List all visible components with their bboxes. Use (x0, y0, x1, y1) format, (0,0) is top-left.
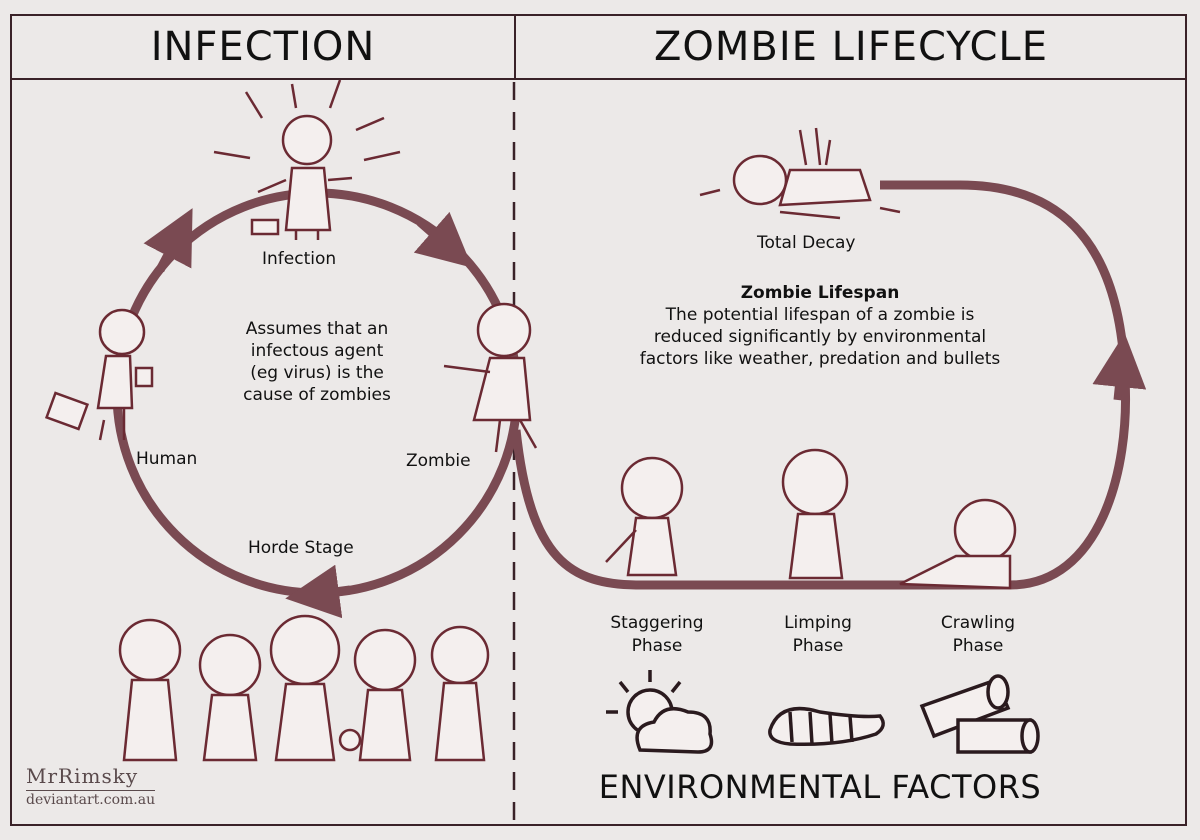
crawling-phase-label: Crawling Phase (918, 612, 1038, 658)
phase-label-line: Phase (631, 636, 683, 656)
lifespan-line: reduced significantly by environmental (653, 327, 987, 347)
lifecycle-title: ZOMBIE LIFECYCLE (654, 24, 1048, 70)
human-label: Human (136, 449, 198, 469)
phase-label-line: Crawling (940, 613, 1016, 633)
header-rule (12, 78, 1186, 80)
crawling-zombie-figure (899, 498, 1017, 590)
header-divider (514, 16, 516, 80)
horde-stage-label: Horde Stage (248, 538, 354, 558)
infection-note-line: Assumes that an (245, 319, 389, 339)
phase-label-line: Phase (792, 636, 844, 656)
infected-person-figure (213, 79, 401, 240)
zombie-label: Zombie (406, 451, 471, 471)
phase-label-line: Limping (784, 613, 852, 633)
lifespan-note: Zombie Lifespan The potential lifespan o… (600, 282, 1040, 370)
infection-title: INFECTION (150, 24, 376, 70)
decayed-remains-figure (699, 127, 901, 220)
phase-label-line: Staggering (610, 613, 704, 633)
infection-label: Infection (262, 249, 337, 269)
grub-icon (768, 706, 885, 747)
infection-note-line: cause of zombies (243, 385, 391, 405)
total-decay-label: Total Decay (757, 233, 856, 253)
zombie-horde-figure (118, 614, 490, 762)
infection-note-line: infectous agent (250, 341, 384, 361)
limping-phase-label: Limping Phase (758, 612, 878, 658)
weather-icon (606, 670, 714, 754)
staggering-phase-label: Staggering Phase (592, 612, 722, 658)
lifespan-line: The potential lifespan of a zombie is (665, 305, 975, 325)
bullets-icon (919, 674, 1040, 754)
staggering-zombie-figure (605, 456, 684, 577)
lifecycle-path (511, 180, 1147, 590)
lifespan-title: Zombie Lifespan (740, 283, 900, 303)
environmental-factors-title: ENVIRONMENTAL FACTORS (598, 768, 1042, 806)
human-figure (44, 308, 154, 441)
phase-label-line: Phase (952, 636, 1004, 656)
limping-zombie-figure (781, 448, 849, 580)
lifespan-line: factors like weather, predation and bull… (639, 349, 1001, 369)
artist-credit: MrRimsky (26, 764, 139, 788)
infection-note-line: (eg virus) is the (250, 363, 384, 383)
poster-frame (10, 14, 1187, 826)
infection-note: Assumes that an infectous agent (eg viru… (212, 318, 422, 406)
zombie-figure (443, 302, 538, 453)
artist-site: deviantart.com.au (26, 790, 156, 808)
